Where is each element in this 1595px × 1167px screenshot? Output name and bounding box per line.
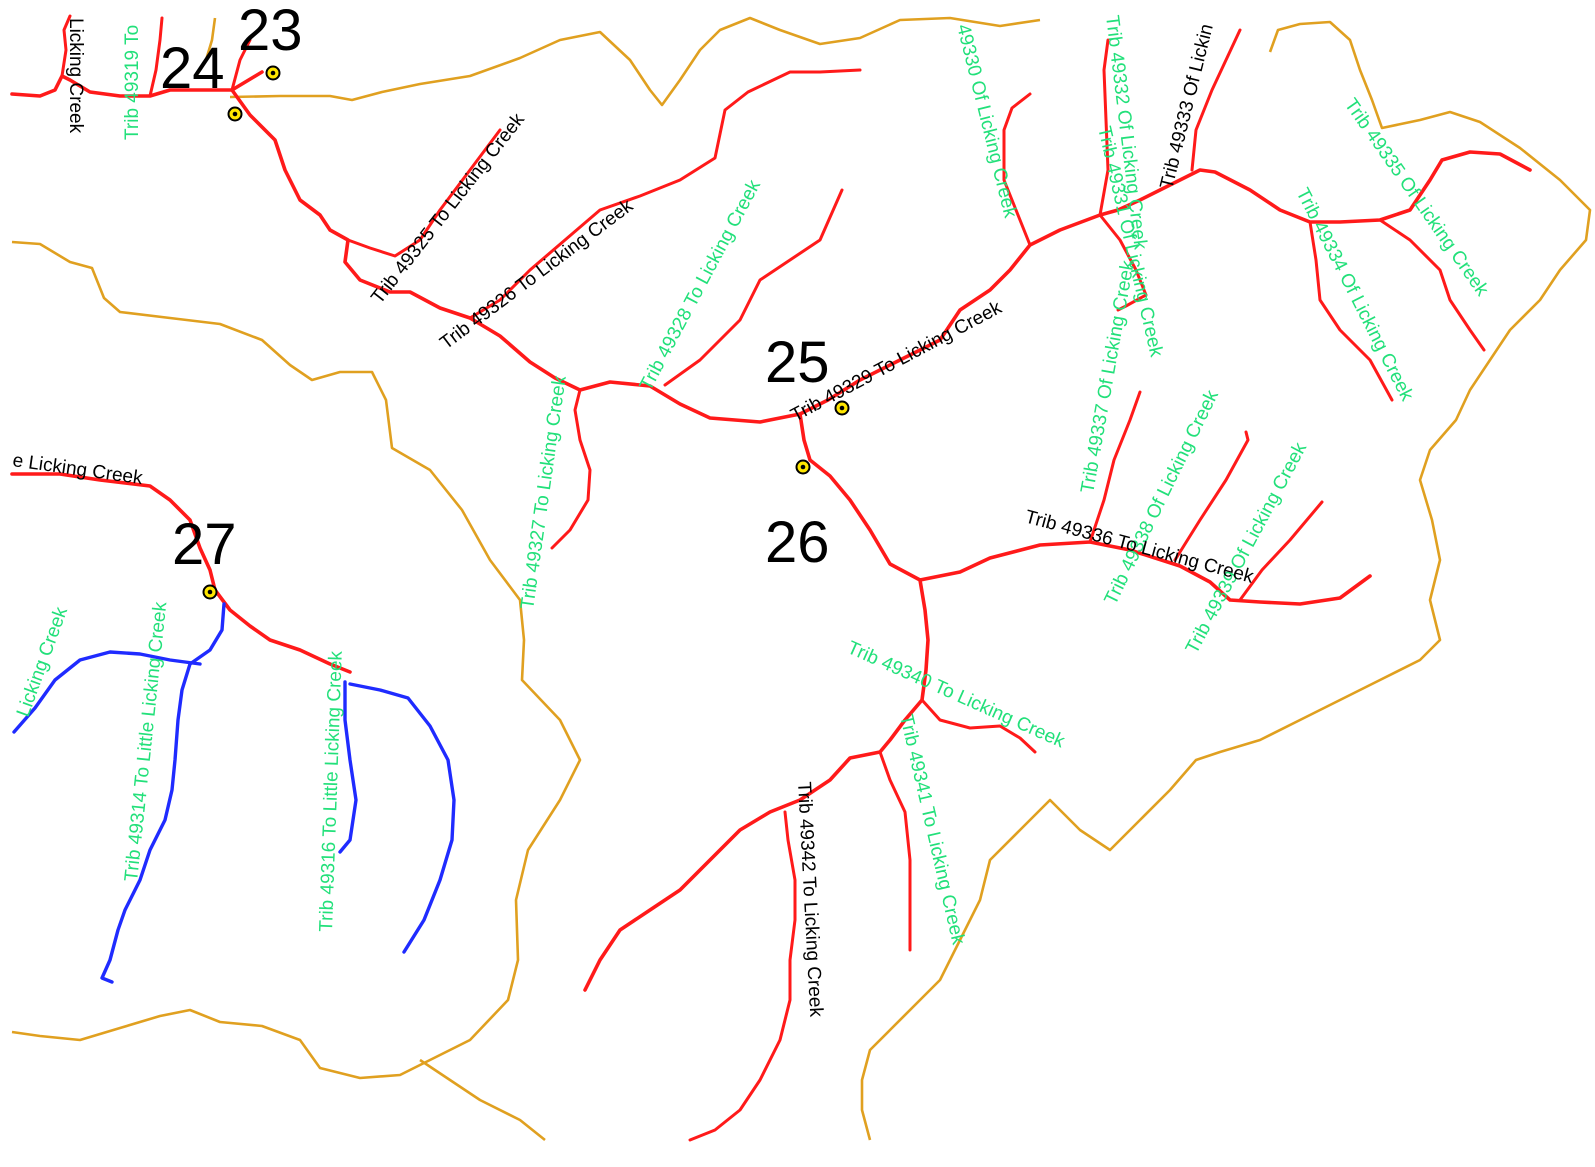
stream-label: Trib 49334 Of Licking Creek [1292,185,1418,405]
stream-segment [920,698,1037,754]
stream-label: Trib 49316 To Little Licking Creek [316,650,347,932]
stream-label: Licking Creek [65,18,86,134]
ridge-line [419,1058,546,1142]
ridge-line [11,240,582,1080]
stream-segment [1098,38,1110,217]
subwatershed-number: 26 [765,510,830,575]
subwatershed-numbers: 23 24 25 26 27 [160,0,830,577]
subwatershed-number: 27 [172,512,237,577]
stream-label: Trib 49339 Of Licking Creek [1182,439,1312,658]
pour-point[interactable] [202,584,218,600]
stream-label: Trib 49327 To Licking Creek [517,374,571,611]
subwatershed-number: 25 [765,330,830,395]
stream-label: Licking Creek [13,604,72,720]
ridge-line [860,20,1592,1141]
stream-segment [688,810,797,1142]
stream-segment [346,128,502,258]
pour-point[interactable] [834,400,850,416]
stream-segment [1308,220,1394,402]
stream-segment [1378,218,1486,352]
stream-segment [10,472,352,674]
subwatershed-number: 23 [238,0,303,63]
little-licking-streams [12,602,456,984]
stream-label: Trib 49340 To Licking Creek [844,637,1068,752]
subwatershed-number: 24 [160,36,225,101]
pour-point[interactable] [227,106,243,122]
stream-segment [1173,430,1250,562]
stream-segment [1190,28,1242,172]
ridge-line [193,17,217,79]
stream-segment [230,38,252,92]
pour-points [202,65,850,600]
stream-network [10,14,1532,1142]
stream-segment [1002,92,1032,247]
stream-label: Trib 49337 Of Licking Creek [1077,258,1139,494]
stream-segment [230,88,830,424]
stream-segment [1088,390,1142,544]
stream-label: Trib 49342 To Licking Creek [793,781,826,1018]
stream-label: Trib 49335 Of Licking Creek [1340,95,1493,301]
stream-segment [826,150,1532,402]
stream-label: 49330 Of Licking Creek [952,22,1021,220]
stream-segment [663,188,844,387]
stream-segment-blue [100,602,226,984]
stream-segment [148,16,164,98]
stream-segment [10,70,264,98]
stream-label: Trib 49319 To [122,25,143,140]
stream-segment [878,750,912,952]
ridge-line [229,16,1041,107]
watershed-boundaries [11,16,1592,1142]
stream-label: Trib 49333 Of Lickin [1156,22,1217,191]
pour-point[interactable] [265,65,281,81]
stream-segment [550,388,592,550]
stream-label: Trib 49314 To Little Licking Creek [121,600,171,882]
stream-segment-blue [348,682,456,954]
stream-segment [583,578,930,992]
stream-segment-blue [12,650,202,734]
stream-label: Trib 49325 To Licking Creek [367,109,529,308]
stream-segment [468,68,862,320]
stream-segment [1238,500,1324,602]
stream-label: Trib 49328 To Licking Creek [636,176,765,394]
stream-segment [918,540,1372,606]
stream-label: Trib 49326 To Licking Creek [436,195,637,354]
stream-segment [798,412,922,582]
stream-segment [60,14,72,78]
stream-segment-blue [338,680,358,854]
stream-label: e Licking Creek [11,450,144,489]
stream-segment [1098,213,1148,312]
pour-point[interactable] [795,459,811,475]
